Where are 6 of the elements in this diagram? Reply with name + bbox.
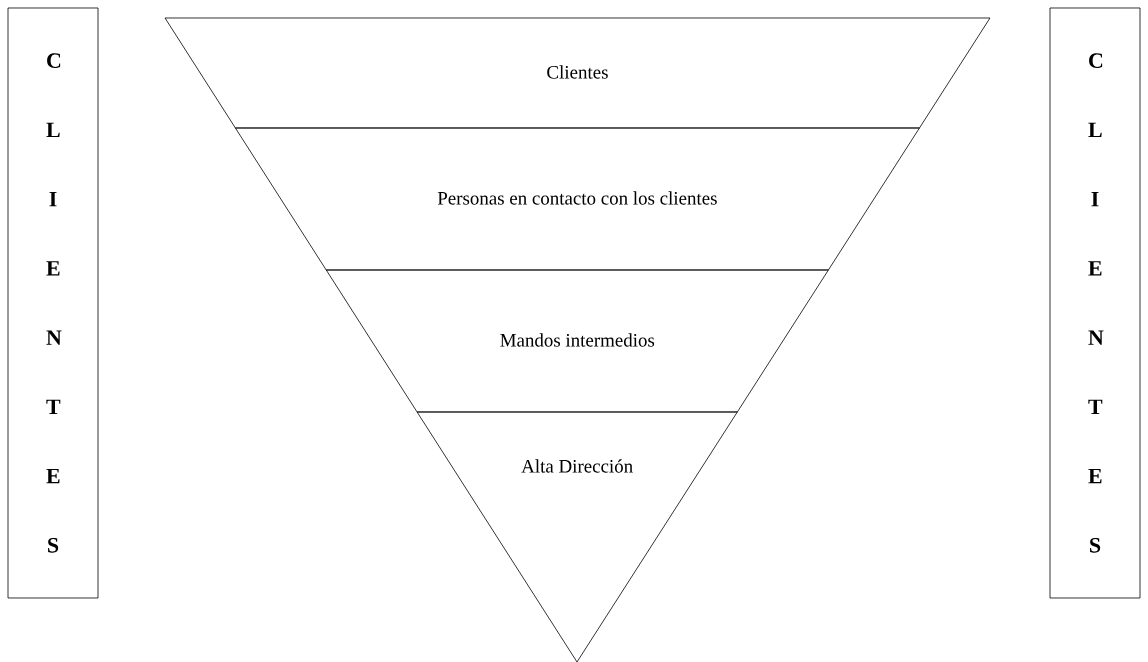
pyramid-band: Mandos intermedios — [325, 269, 829, 413]
letter-column-box: C L I E N T E S — [7, 7, 99, 599]
pyramid-band: Alta Dirección — [416, 411, 738, 662]
pyramid-band: Personas en contacto con los clientes — [235, 127, 920, 271]
letter-column-box: C L I E N T E S — [1049, 7, 1141, 599]
pyramid-band: Clientes — [164, 17, 991, 129]
